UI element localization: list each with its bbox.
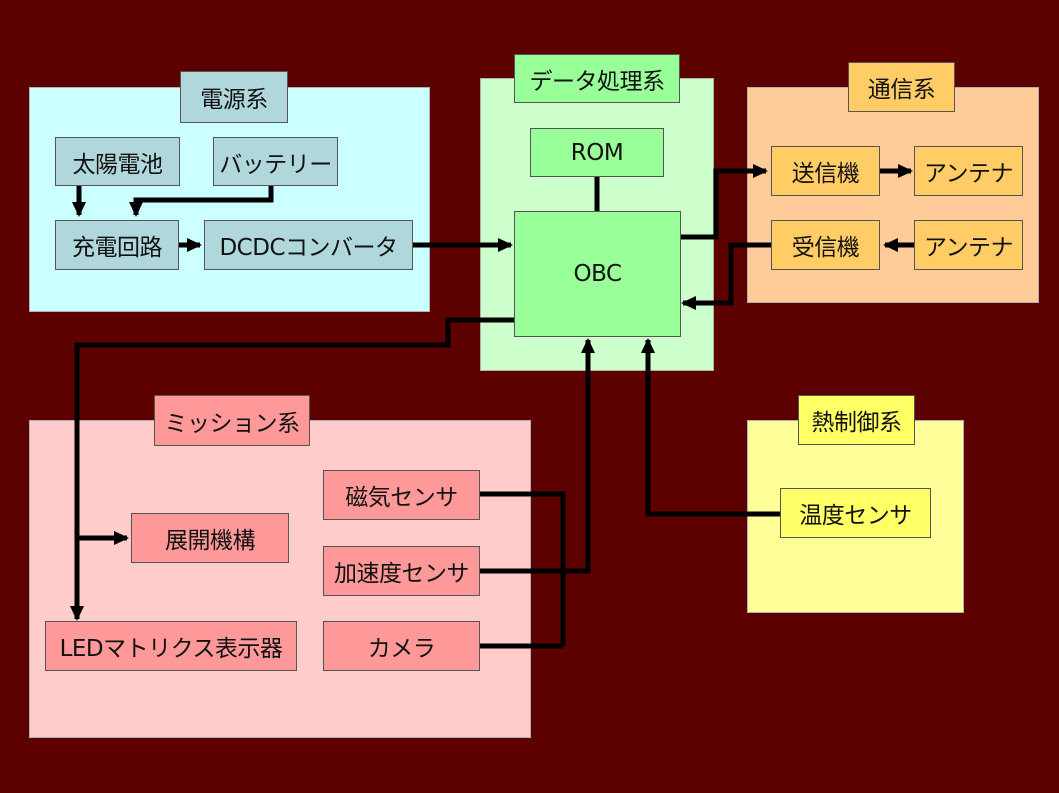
charging-circuit-box: 充電回路 bbox=[55, 220, 179, 270]
temperature-sensor-box: 温度センサ bbox=[780, 488, 931, 538]
camera-box: カメラ bbox=[323, 621, 480, 671]
solar-cell-box: 太陽電池 bbox=[55, 137, 180, 186]
thermal-system-title: 熱制御系 bbox=[798, 395, 915, 445]
transmitter-box: 送信機 bbox=[771, 146, 880, 196]
receiver-box: 受信機 bbox=[771, 220, 880, 270]
antenna-rx-box: アンテナ bbox=[914, 220, 1023, 270]
acceleration-sensor-box: 加速度センサ bbox=[323, 546, 480, 596]
power-system-title: 電源系 bbox=[180, 71, 288, 123]
led-matrix-display-box: LEDマトリクス表示器 bbox=[45, 621, 297, 671]
obc-box: OBC bbox=[514, 211, 681, 337]
rom-box: ROM bbox=[530, 128, 664, 177]
antenna-tx-box: アンテナ bbox=[914, 146, 1023, 196]
dcdc-converter-box: DCDCコンバータ bbox=[204, 220, 413, 270]
battery-box: バッテリー bbox=[213, 137, 338, 186]
deployment-mechanism-box: 展開機構 bbox=[131, 513, 289, 563]
magnetic-sensor-box: 磁気センサ bbox=[323, 470, 480, 520]
mission-system-title: ミッション系 bbox=[154, 395, 310, 446]
data-processing-title: データ処理系 bbox=[514, 54, 680, 103]
comm-system-title: 通信系 bbox=[848, 62, 955, 112]
